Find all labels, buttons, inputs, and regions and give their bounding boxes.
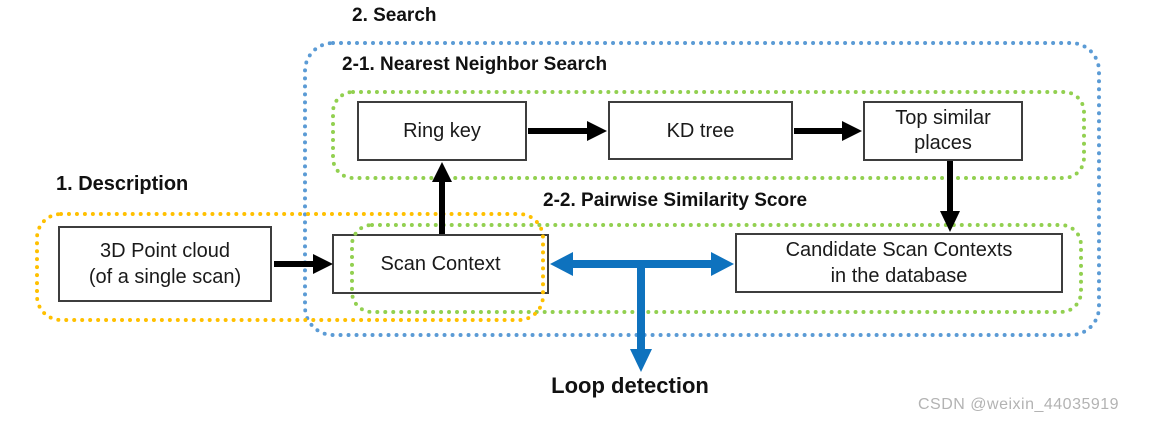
scan-context-label: Scan Context [380, 253, 501, 275]
point-cloud-line1: 3D Point cloud [99, 240, 231, 262]
candidate-line1: Candidate Scan Contexts [785, 239, 1013, 261]
ring-key-label: Ring key [403, 120, 481, 142]
top-similar-places-node: Top similar places [863, 101, 1023, 161]
arrow-kdtree-to-topsimilar-icon [794, 121, 862, 141]
point-cloud-line2: (of a single scan) [88, 266, 242, 288]
top-similar-line1: Top similar [895, 107, 991, 129]
kd-tree-label: KD tree [666, 119, 735, 142]
description-section-label: 1. Description [56, 173, 189, 195]
arrow-to-loop-detection-icon [630, 261, 652, 372]
arrow-pairwise-compare-icon [550, 252, 734, 276]
pairwise-score-label: 2-2. Pairwise Similarity Score [543, 190, 808, 211]
loop-detection-label: Loop detection [551, 373, 709, 398]
top-similar-line2: places [914, 132, 972, 154]
kd-tree-node: KD tree [608, 101, 793, 160]
arrow-topsimilar-to-candidate-icon [940, 161, 960, 232]
point-cloud-node: 3D Point cloud (of a single scan) [58, 226, 272, 302]
ring-key-node: Ring key [357, 101, 527, 161]
search-section-label: 2. Search [352, 5, 437, 26]
candidate-line2: in the database [830, 265, 968, 287]
watermark-text: CSDN @weixin_44035919 [918, 396, 1120, 413]
nearest-neighbor-label: 2-1. Nearest Neighbor Search [342, 54, 608, 75]
arrow-pointcloud-to-scancontext-icon [274, 254, 333, 274]
arrow-scancontext-to-ringkey-icon [432, 162, 452, 234]
candidate-scan-contexts-node: Candidate Scan Contexts in the database [735, 233, 1063, 293]
arrow-ringkey-to-kdtree-icon [528, 121, 607, 141]
scan-context-node: Scan Context [332, 234, 549, 294]
